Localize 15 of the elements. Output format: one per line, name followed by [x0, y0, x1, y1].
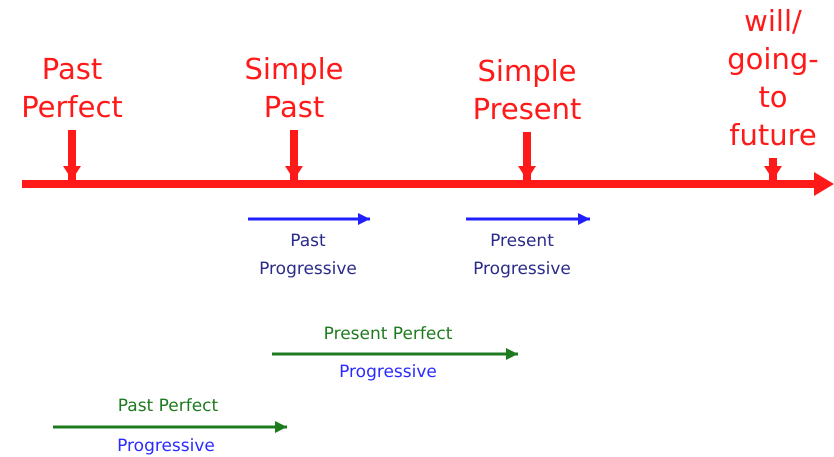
arrow	[285, 130, 303, 180]
tense-label: Progressive	[116, 436, 216, 456]
tense-label: Present Progressive	[472, 230, 572, 281]
arrow	[764, 158, 782, 180]
arrow	[518, 132, 536, 180]
tense-label: Past Perfect	[0, 50, 147, 126]
tense-label: Simple Past	[219, 50, 369, 126]
tense-label: Progressive	[338, 362, 438, 382]
tense-label: Simple Present	[452, 52, 602, 128]
arrow	[63, 130, 81, 180]
tense-label: will/ going-to future	[713, 2, 833, 154]
tense-label: Past Perfect	[116, 396, 220, 416]
timeline-arrow	[22, 172, 834, 196]
tense-label: Past Progressive	[258, 230, 358, 281]
tense-label: Present Perfect	[322, 324, 454, 344]
